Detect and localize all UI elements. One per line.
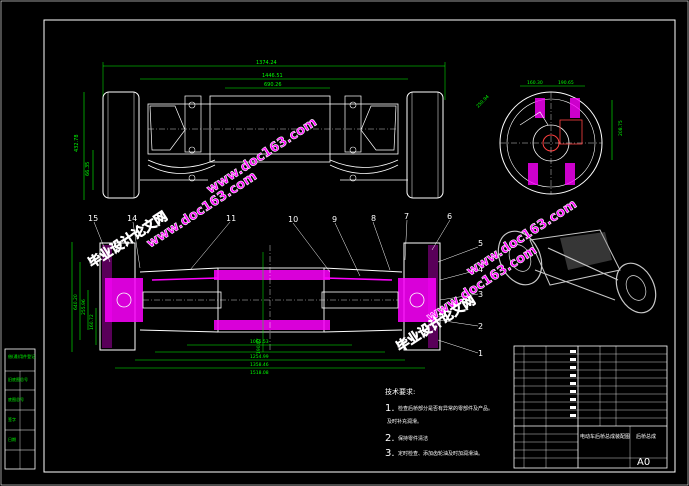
- dim-left-v4: 255.96: [81, 299, 87, 315]
- dim-bottom-3: 1358.46: [250, 362, 269, 368]
- part-number-9: 9: [332, 215, 337, 224]
- tech-req-heading: 技术要求:: [385, 387, 415, 396]
- part-number-11: 11: [226, 214, 236, 223]
- left-strip-cell-4: 签字: [8, 416, 16, 422]
- dim-top-mid: 1446.51: [262, 73, 283, 79]
- dim-left-v2: 66.35: [85, 162, 91, 176]
- dim-side-h2: 190.65: [558, 80, 574, 86]
- section-view: 640.20 255.96 160.72 190.87: [71, 212, 483, 376]
- dim-bottom-1: 1065.53: [250, 339, 269, 345]
- dim-bottom-2: 1254.99: [250, 354, 269, 360]
- dim-center-v: 190.87: [256, 338, 262, 354]
- dim-left-v3: 640.20: [73, 294, 79, 310]
- left-strip-cell-2: 旧底图总号: [8, 376, 28, 382]
- part-number-3: 3: [478, 290, 483, 299]
- dim-side-v: 208.75: [618, 120, 624, 136]
- tech-req-num-3: 3.: [385, 448, 395, 459]
- part-number-8: 8: [371, 214, 376, 223]
- tech-req-text-3: 定时检查、添加齿轮油及时加润滑油。: [398, 450, 483, 457]
- dim-side-h1: 160.30: [527, 80, 543, 86]
- part-number-5: 5: [478, 239, 483, 248]
- part-number-2: 2: [478, 322, 483, 331]
- tech-req-text-2: 保持零件清洁: [398, 435, 428, 442]
- left-side-strip: 借(通)用件登记 旧底图总号 底图总号 签字 日期: [4, 348, 36, 470]
- part-number-15: 15: [88, 214, 98, 223]
- title-block: 电动车后桥总成装配图 后桥总成 A0: [513, 345, 668, 469]
- dim-side-diag: 250.94: [475, 94, 490, 109]
- part-number-7: 7: [404, 212, 409, 221]
- tech-req-text-1: 检查后桥部分是否有异常的零部件及产品。: [398, 405, 493, 412]
- title-block-small: 后桥总成: [636, 433, 656, 440]
- title-block-name: 电动车后桥总成装配图: [580, 433, 630, 440]
- dim-left-v5: 160.72: [89, 314, 95, 330]
- tech-req-num-2: 2.: [385, 433, 395, 444]
- part-number-1: 1: [478, 349, 483, 358]
- sheet-size: A0: [637, 457, 650, 468]
- dim-top-overall: 1374.24: [256, 60, 277, 66]
- side-view: 160.30 190.65 250.94 208.75: [475, 80, 624, 195]
- dim-top-inner: 690.26: [264, 82, 282, 88]
- tech-req-num-1: 1.: [385, 403, 395, 414]
- left-strip-cell-3: 底图总号: [8, 396, 24, 402]
- left-strip-cell-5: 日期: [8, 436, 16, 442]
- top-view: 1374.24 1446.51 690.26 432.78 66.35: [74, 60, 446, 200]
- part-number-4: 4: [478, 265, 483, 274]
- part-number-6: 6: [447, 212, 452, 221]
- watermark-url-4: www.doc163.com: [204, 115, 320, 197]
- left-strip-cell-1: 借(通)用件登记: [8, 353, 35, 359]
- drawing-frame: [43, 19, 676, 473]
- watermark-6: www.doc163.com: [204, 115, 320, 198]
- dim-bottom-4: 1518.08: [250, 370, 269, 376]
- dim-left-v1: 432.78: [74, 135, 80, 153]
- tech-req-text-1b: 及时补充润滑。: [387, 418, 422, 425]
- isometric-view: [497, 229, 657, 314]
- part-number-10: 10: [288, 215, 298, 224]
- technical-requirements: 技术要求: 1. 检查后桥部分是否有异常的零部件及产品。 及时补充润滑。 2. …: [385, 387, 493, 459]
- part-number-14: 14: [127, 214, 137, 223]
